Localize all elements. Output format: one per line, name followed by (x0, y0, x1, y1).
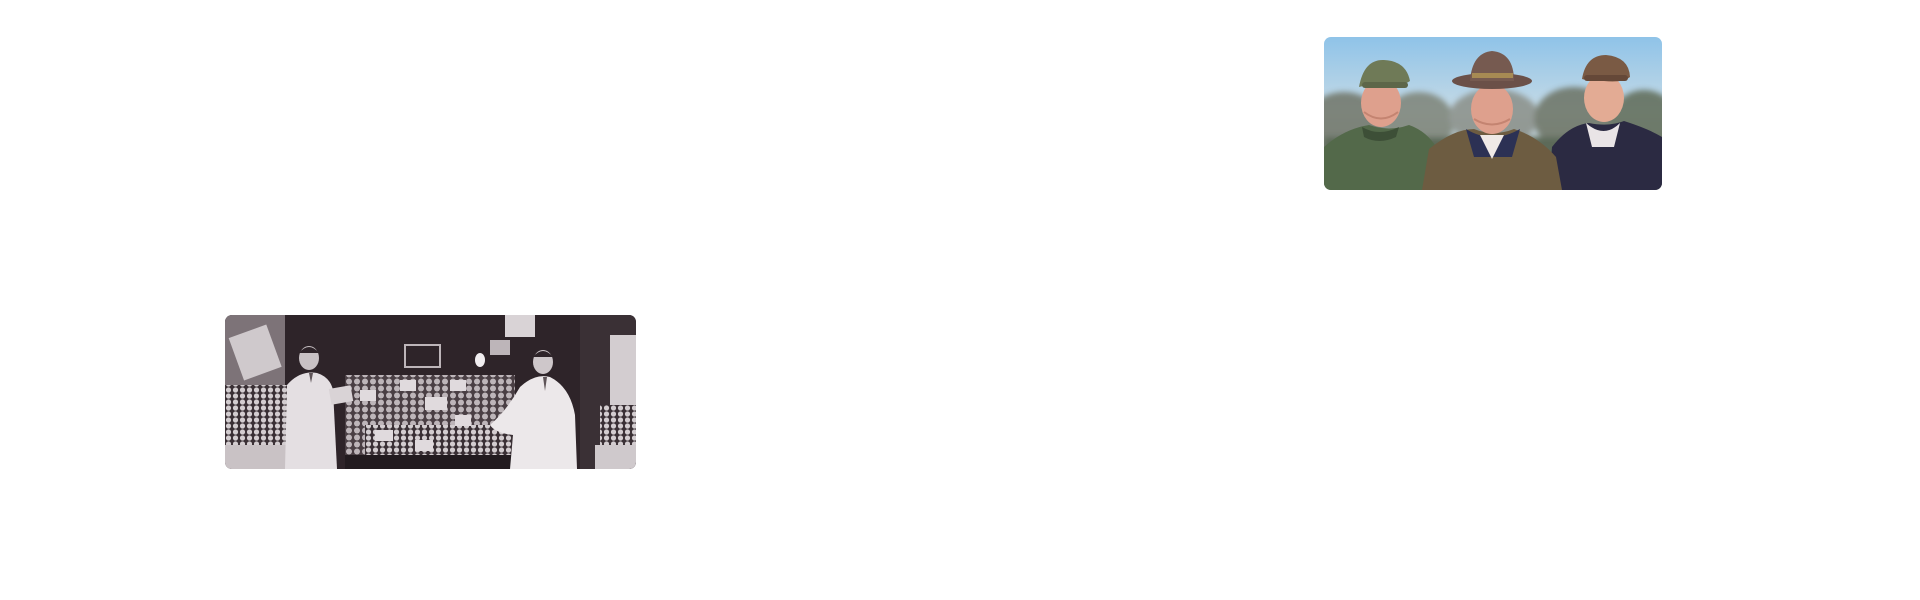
left-display (225, 315, 300, 469)
archive-photo (225, 315, 636, 469)
shopkeeper-right (490, 350, 577, 469)
vintage-fruit-stall-photo-icon (225, 315, 636, 469)
central-display (345, 315, 565, 469)
man-middle (1422, 51, 1562, 190)
right-display (580, 315, 636, 469)
shopkeeper-left (285, 346, 354, 469)
man-left (1324, 59, 1442, 190)
team-photo (1324, 37, 1662, 190)
man-right (1549, 55, 1662, 190)
three-men-in-flat-caps-photo-icon (1324, 37, 1662, 190)
